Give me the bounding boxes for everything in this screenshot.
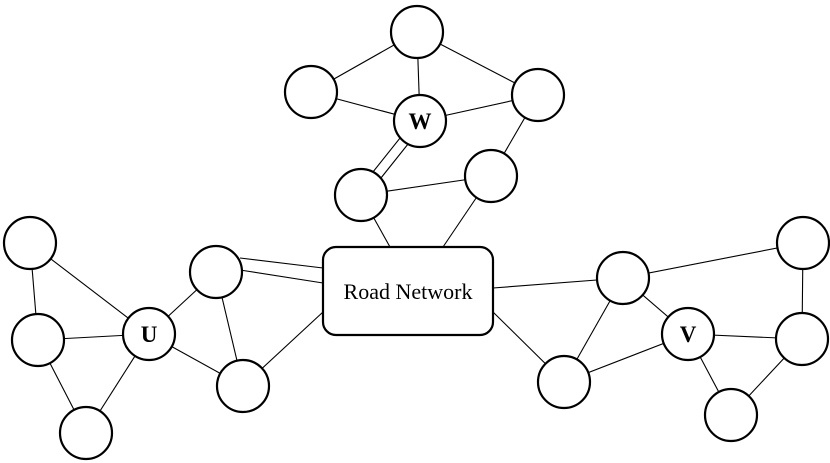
nodes: W U V <box>2 4 830 461</box>
node-w-right <box>510 67 566 123</box>
edge-u_r1-hub <box>239 257 324 269</box>
node-circle <box>774 311 830 367</box>
node-circle <box>283 64 339 120</box>
node-u-top <box>2 215 58 271</box>
node-v: V <box>660 306 716 362</box>
node-u-r1 <box>188 244 244 300</box>
node-u-bot <box>58 405 114 461</box>
node-circle <box>660 306 716 362</box>
node-w-left <box>283 64 339 120</box>
node-circle <box>463 148 519 204</box>
node-v-l2 <box>536 354 592 410</box>
node-circle <box>703 387 759 443</box>
node-u: U <box>121 306 177 362</box>
node-circle <box>389 4 445 60</box>
node-v-bot <box>703 387 759 443</box>
node-w-low1 <box>333 167 389 223</box>
node-circle <box>188 244 244 300</box>
node-w: W <box>392 93 448 149</box>
node-circle <box>392 93 448 149</box>
hub-label: Road Network <box>344 279 473 304</box>
node-circle <box>536 354 592 410</box>
node-w-top <box>389 4 445 60</box>
node-label: W <box>409 109 432 134</box>
node-circle <box>510 67 566 123</box>
hub-box <box>321 245 495 337</box>
node-circle <box>2 215 58 271</box>
node-circle <box>215 358 271 414</box>
node-circle <box>595 250 651 306</box>
node-v-l1 <box>595 250 651 306</box>
node-circle <box>775 215 830 271</box>
node-u-mid <box>10 312 66 368</box>
node-circle <box>10 312 66 368</box>
edge-u_r1-hub <box>239 269 324 284</box>
node-circle <box>121 306 177 362</box>
node-label: V <box>680 322 697 347</box>
node-v-mid <box>774 311 830 367</box>
node-v-top <box>775 215 830 271</box>
road-network-hub: Road Network <box>321 245 495 337</box>
node-u-r2 <box>215 358 271 414</box>
node-circle <box>58 405 114 461</box>
node-w-low2 <box>463 148 519 204</box>
node-circle <box>333 167 389 223</box>
edges <box>29 31 804 434</box>
node-label: U <box>141 322 158 347</box>
edge-v_l1-v_top <box>622 242 804 279</box>
